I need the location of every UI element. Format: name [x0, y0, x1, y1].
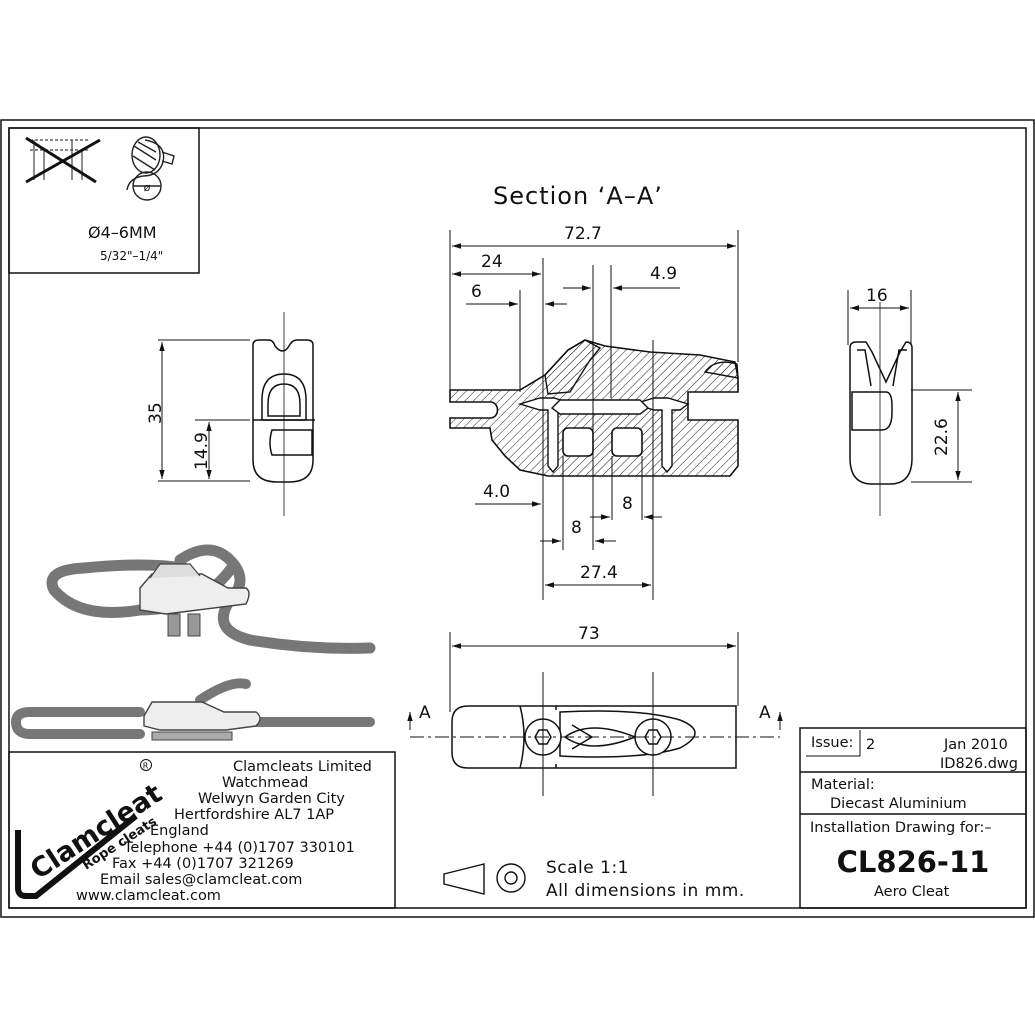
dim-plan-length: 73 [578, 624, 600, 644]
braided-rope-icon [126, 136, 175, 201]
section-view [449, 230, 739, 600]
dim-27-4: 27.4 [580, 563, 618, 583]
rope-diameter: Ø4–6MM [88, 223, 157, 242]
dim-6: 6 [471, 282, 482, 302]
scale-note: Scale 1:1 [546, 858, 629, 878]
outer-border [0, 119, 1035, 918]
drawing-file: ID826.dwg [940, 756, 1018, 772]
company-telephone: Telephone +44 (0)1707 330101 [123, 840, 355, 856]
company-box: Clamcleat Rope cleats R Clamcleats Limit… [8, 751, 396, 909]
dim-side-height: 22.6 [932, 418, 952, 456]
title-block: Issue: 2 Jan 2010 ID826.dwg Material: Di… [799, 727, 1027, 909]
issue-date: Jan 2010 [943, 737, 1008, 753]
install-label: Installation Drawing for:– [810, 820, 992, 836]
company-fax: Fax +44 (0)1707 321269 [112, 856, 294, 872]
plain-rope-crossed-icon [25, 136, 101, 184]
rope-size-box: ø Ø4–6MM 5/32"–1/4" [8, 127, 200, 274]
company-web: www.clamcleat.com [76, 888, 221, 904]
section-jaw [544, 339, 602, 395]
company-address-4: England [150, 823, 209, 839]
section-title: Section ‘A–A’ [493, 182, 663, 210]
dim-24: 24 [481, 252, 503, 272]
material-value: Diecast Aluminium [830, 796, 967, 812]
part-name: Aero Cleat [874, 884, 950, 900]
issue-number: 2 [866, 737, 875, 753]
units-note: All dimensions in mm. [546, 881, 745, 901]
section-dimensions [452, 243, 736, 588]
dim-mid-height: 14.9 [192, 432, 212, 470]
inner-border [8, 127, 1027, 909]
dim-width: 16 [866, 286, 888, 306]
section-marker-left: A [419, 703, 431, 723]
section-marker-right: A [759, 703, 771, 723]
side-dimensions [847, 290, 972, 483]
rope-illustration-2 [10, 678, 375, 741]
rope-illustration-1 [46, 544, 376, 654]
material-label: Material: [811, 777, 875, 793]
dim-4-9: 4.9 [650, 264, 677, 284]
rope-imperial: 5/32"–1/4" [100, 249, 163, 263]
section-dimension-labels: 72.7 24 6 4.9 4.0 8 8 27.4 [471, 224, 677, 583]
section-slot-right [611, 427, 643, 457]
svg-text:ø: ø [144, 181, 151, 194]
logo-registered-mark: R [143, 762, 149, 771]
dim-height: 35 [146, 402, 166, 424]
company-email: Email sales@clamcleat.com [100, 872, 302, 888]
front-view [252, 312, 315, 516]
plan-centre-lines [407, 632, 783, 796]
dim-8-b: 8 [622, 494, 633, 514]
side-view [849, 302, 913, 516]
company-address-3: Hertfordshire AL7 1AP [174, 807, 334, 823]
issue-label: Issue: [811, 735, 853, 751]
projection-symbol [443, 863, 526, 895]
company-address-1: Watchmead [222, 775, 308, 791]
company-address-2: Welwyn Garden City [198, 791, 345, 807]
section-slot-left [562, 427, 594, 457]
company-address: Clamcleats Limited Watchmead Welwyn Gard… [76, 759, 372, 904]
top-plate [550, 399, 650, 415]
dim-8-a: 8 [571, 518, 582, 538]
company-name: Clamcleats Limited [233, 759, 372, 775]
dim-4-0: 4.0 [483, 482, 510, 502]
dim-overall-length: 72.7 [564, 224, 602, 244]
part-number: CL826-11 [837, 845, 990, 879]
front-dimensions [158, 339, 250, 482]
